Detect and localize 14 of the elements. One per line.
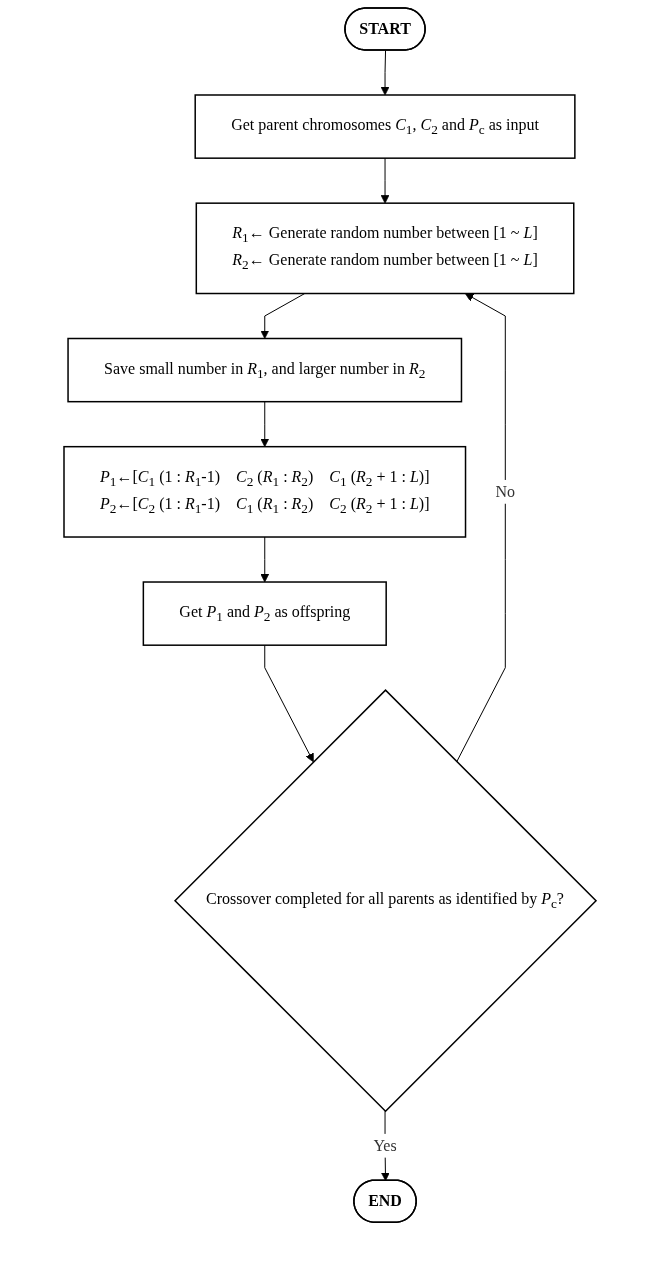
arrow — [381, 50, 390, 96]
edge-label: Yes — [373, 1136, 398, 1154]
node-diamond: Crossover completed for all parents as identified by P$_{c}$? — [174, 689, 598, 1113]
node-box: Get parent chromosomes C$_{1}$, C$_{2}$ and P$_{c}$ as input — [194, 94, 577, 159]
arrow — [260, 536, 270, 583]
node-box: Get P$_{1}$ and P$_{2}$ as offspring — [143, 581, 388, 646]
node-box: P$_{1}$←[C$_{1}$ (1 : R$_{1}$-1) C$_{2}$ (R$_{1}$ : R$_{2}$) C$_{1}$ (R$_{2}$ + 1 : L)] P$_{2}$←[C$_{2}$ (1 : R$_{1}$-1) C$_{1}$ (R$_{1}$ : R$_{2}$) C$_{2}$ (R$_{2}$ + 1 : L)] — [63, 445, 467, 538]
arrow — [260, 401, 270, 448]
edge-label: No — [496, 482, 516, 500]
arrow — [264, 644, 315, 763]
arrow — [381, 157, 390, 204]
node-box: Save small number in R$_{1}$, and larger number in R$_{2}$ — [67, 337, 463, 403]
arrow — [260, 293, 306, 339]
node-box: R$_{1}$← Generate random number between [1 ~ L] R$_{2}$← Generate random number between [1 ~ L] — [196, 202, 575, 295]
